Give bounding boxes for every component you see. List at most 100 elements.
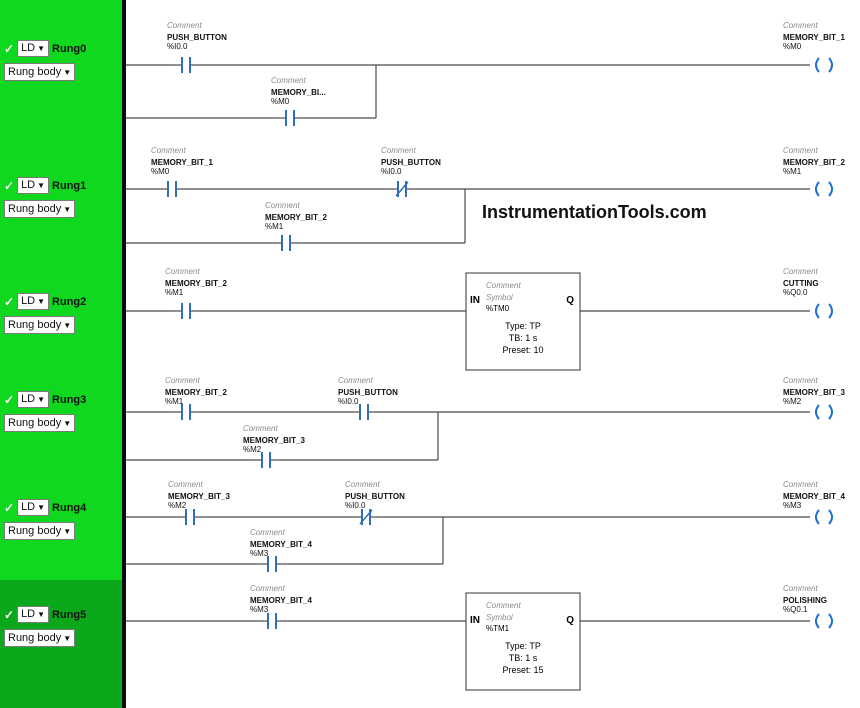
comment-placeholder[interactable]: Comment <box>167 21 202 30</box>
variable-name: MEMORY_BIT_2 <box>165 388 227 397</box>
coil-polishing[interactable] <box>815 613 833 629</box>
comment-placeholder[interactable]: Comment <box>783 21 818 30</box>
check-icon: ✓ <box>4 178 15 193</box>
contact-push-button[interactable] <box>352 403 376 421</box>
contact-memory-bit-3[interactable] <box>178 508 202 526</box>
rung-title-row: ✓LD▼Rung2 <box>4 293 120 310</box>
check-icon: ✓ <box>4 392 15 407</box>
coil-cutting[interactable] <box>815 303 833 319</box>
rung-title-row: ✓LD▼Rung5 <box>4 606 120 623</box>
comment-placeholder[interactable]: Comment <box>381 146 416 155</box>
contact-memory-bit-3[interactable] <box>254 451 278 469</box>
comment-placeholder[interactable]: Comment <box>338 376 373 385</box>
chevron-down-icon: ▼ <box>37 503 46 512</box>
language-dropdown[interactable]: LD▼ <box>17 499 50 516</box>
timer-in-pin: IN <box>470 294 480 306</box>
contact-memory-bit-2[interactable] <box>174 302 198 320</box>
language-dropdown[interactable]: LD▼ <box>17 40 50 57</box>
variable-address: %I0.0 <box>338 397 359 406</box>
rung-body-dropdown[interactable]: Rung body▼ <box>4 414 76 432</box>
comment-placeholder[interactable]: Comment <box>168 480 203 489</box>
rung-name[interactable]: Rung3 <box>52 393 87 406</box>
rung-body-dropdown[interactable]: Rung body▼ <box>4 63 76 81</box>
comment-placeholder[interactable]: Comment <box>165 267 200 276</box>
contact-memory-bit-1[interactable] <box>160 180 184 198</box>
contact-push-button-nc[interactable] <box>390 180 414 198</box>
comment-placeholder[interactable]: Comment <box>783 584 818 593</box>
rung-body-dropdown[interactable]: Rung body▼ <box>4 316 76 334</box>
rung-body-dropdown[interactable]: Rung body▼ <box>4 522 76 540</box>
comment-placeholder[interactable]: Comment <box>271 76 306 85</box>
left-power-rail <box>122 0 126 708</box>
contact-push-button-nc[interactable] <box>354 508 378 526</box>
comment-placeholder[interactable]: Comment <box>165 376 200 385</box>
timer-timebase: TB: 1 s <box>508 653 538 663</box>
rung-name[interactable]: Rung0 <box>52 42 87 55</box>
coil-memory-bit-4[interactable] <box>815 509 833 525</box>
comment-placeholder[interactable]: Comment <box>250 528 285 537</box>
contact-push-button[interactable] <box>174 56 198 74</box>
comment-placeholder[interactable]: Comment <box>243 424 278 433</box>
language-label: LD <box>21 608 36 620</box>
comment-placeholder[interactable]: Comment <box>783 267 818 276</box>
coil-memory-bit-3[interactable] <box>815 404 833 420</box>
language-dropdown[interactable]: LD▼ <box>17 293 50 310</box>
rung-name[interactable]: Rung1 <box>52 179 87 192</box>
rung-name[interactable]: Rung4 <box>52 501 87 514</box>
comment-placeholder[interactable]: Comment <box>345 480 380 489</box>
timer-type: Type: TP <box>505 641 541 651</box>
language-dropdown[interactable]: LD▼ <box>17 606 50 623</box>
contact-memory-bit-2[interactable] <box>274 234 298 252</box>
contact-memory-bit-4[interactable] <box>260 612 284 630</box>
contact-memory-bit-4[interactable] <box>260 555 284 573</box>
check-icon: ✓ <box>4 607 15 622</box>
rung-body-dropdown[interactable]: Rung body▼ <box>4 629 76 647</box>
timer-block-1[interactable] <box>465 592 581 691</box>
timer-q-pin: Q <box>566 614 574 626</box>
comment-placeholder[interactable]: Comment <box>250 584 285 593</box>
comment-placeholder[interactable]: Comment <box>783 376 818 385</box>
coil-memory-bit-1[interactable] <box>815 57 833 73</box>
rung-name[interactable]: Rung5 <box>52 608 87 621</box>
contact-memory-bit[interactable] <box>278 109 302 127</box>
comment-placeholder[interactable]: Comment <box>783 480 818 489</box>
rung-title-row: ✓LD▼Rung3 <box>4 391 120 408</box>
comment-placeholder[interactable]: Comment <box>265 201 300 210</box>
contact-memory-bit-2[interactable] <box>174 403 198 421</box>
coil-memory-bit-2[interactable] <box>815 181 833 197</box>
comment-placeholder[interactable]: Comment <box>151 146 186 155</box>
rung-body-dropdown[interactable]: Rung body▼ <box>4 200 76 218</box>
chevron-down-icon: ▼ <box>63 634 72 643</box>
variable-name: PUSH_BUTTON <box>381 158 441 167</box>
rung-name[interactable]: Rung2 <box>52 295 87 308</box>
language-dropdown[interactable]: LD▼ <box>17 391 50 408</box>
language-dropdown[interactable]: LD▼ <box>17 177 50 194</box>
variable-name: CUTTING <box>783 279 819 288</box>
comment-placeholder[interactable]: Comment <box>783 146 818 155</box>
variable-name: PUSH_BUTTON <box>167 33 227 42</box>
variable-address: %M1 <box>783 167 802 176</box>
timer-block-0[interactable] <box>465 272 581 371</box>
